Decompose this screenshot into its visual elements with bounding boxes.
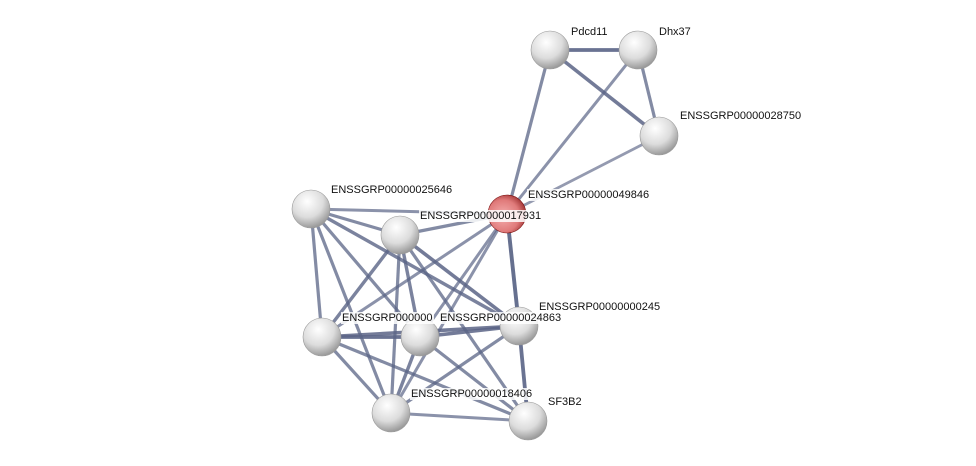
node-pdcd11[interactable] bbox=[530, 30, 570, 70]
edge-X-R[interactable] bbox=[505, 49, 640, 215]
edge-A-E[interactable] bbox=[310, 207, 520, 328]
node-label: ENSSGRP00000017931 bbox=[419, 210, 543, 222]
node-label: Pdcd11 bbox=[570, 26, 609, 38]
node-label: SF3B2 bbox=[547, 396, 583, 408]
edge-B-E[interactable] bbox=[398, 233, 521, 328]
node-label: ENSSGRP000000 bbox=[341, 312, 434, 324]
edge-A-C[interactable] bbox=[309, 208, 324, 338]
node-dhx37[interactable] bbox=[618, 30, 658, 70]
node-enssgrp000000[interactable] bbox=[302, 317, 342, 357]
edge-B-C[interactable] bbox=[320, 233, 402, 339]
node-enssgrp00000025646[interactable] bbox=[291, 189, 331, 229]
node-label: ENSSGRP00000018406 bbox=[410, 388, 534, 400]
edge-P-R[interactable] bbox=[505, 49, 552, 215]
edge-B-F[interactable] bbox=[389, 234, 402, 414]
node-label: ENSSGRP00000025646 bbox=[330, 184, 454, 196]
edge-D-G[interactable] bbox=[419, 335, 529, 423]
edge-A-F[interactable] bbox=[309, 208, 393, 414]
node-label: ENSSGRP00000000245 bbox=[538, 301, 662, 313]
node-sf3b2[interactable] bbox=[508, 401, 548, 441]
node-label: ENSSGRP00000049846 bbox=[527, 189, 651, 201]
node-label: Dhx37 bbox=[658, 26, 692, 38]
edge-C-G[interactable] bbox=[321, 335, 529, 423]
edge-R-D[interactable] bbox=[418, 213, 509, 338]
node-label: ENSSGRP00000028750 bbox=[679, 110, 803, 122]
edge-Y-R[interactable] bbox=[506, 134, 660, 216]
node-enssgrp00000017931[interactable] bbox=[380, 215, 420, 255]
edge-F-G[interactable] bbox=[390, 411, 529, 423]
node-enssgrp00000018406[interactable] bbox=[371, 393, 411, 433]
node-enssgrp00000028750[interactable] bbox=[639, 116, 679, 156]
node-label: ENSSGRP00000024863 bbox=[439, 312, 563, 324]
